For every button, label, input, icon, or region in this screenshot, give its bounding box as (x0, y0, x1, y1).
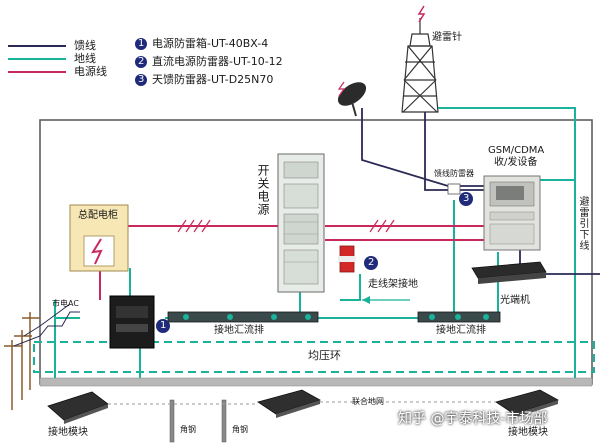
utility-pole-wires (13, 303, 80, 347)
optical-terminal-label: 光端机 (500, 295, 530, 306)
ground-bus-bar-right (417, 311, 501, 323)
ground-module-right (495, 389, 560, 418)
switching-power-cabinet (277, 153, 325, 293)
utility-poles (4, 312, 40, 410)
legend-power-label: 电源线 (74, 65, 107, 78)
equalizing-ring-label: 均压环 (308, 349, 341, 362)
tower-lightning-bolt-icon (417, 5, 426, 23)
legend-marker-3 (135, 74, 147, 86)
power-lines (99, 225, 484, 300)
lightning-rod-label: 避雷针 (432, 32, 462, 43)
bts-label-line2: 收/发设备 (494, 157, 538, 168)
feeder-lines (361, 108, 600, 275)
mains-ac-label: 市电AC (52, 299, 79, 308)
angle-steel-1 (169, 399, 175, 443)
equalizing-ring-loop (33, 341, 595, 373)
ground-module-left (47, 391, 109, 424)
diagram-marker-2 (364, 256, 378, 270)
legend-marker-1 (135, 38, 147, 50)
ground-module-left-label: 接地模块 (48, 427, 88, 438)
diagram-marker-3 (459, 192, 473, 206)
diagram-marker-1 (156, 319, 170, 333)
main-distribution-panel (69, 204, 129, 272)
optical-terminal (471, 261, 547, 284)
ground-bus-label-right: 接地汇流排 (436, 325, 486, 336)
down-conductor-label: 避雷引下线 (577, 196, 588, 251)
main-panel-label: 总配电柜 (78, 210, 118, 221)
ground-bus-bar-left (167, 311, 319, 323)
legend-marker-3-number: 3 (138, 74, 145, 85)
switch-power-label: 开关电源 (256, 164, 270, 216)
cable-tray-arrow (362, 296, 410, 304)
ground-network-label: 联合地网 (352, 397, 384, 406)
legend-marker-2 (135, 56, 147, 68)
legend-ground-label: 地线 (74, 52, 96, 65)
ground-wires (54, 107, 576, 384)
ground-network-lines (108, 401, 496, 405)
angle-steel-2 (221, 399, 227, 443)
angle-steel-1-label: 角钢 (180, 425, 196, 434)
ground-module-middle (257, 389, 322, 418)
device-2-label: 直流电源防雷器-UT-10-12 (152, 55, 283, 68)
diagram-marker-2-number: 2 (368, 257, 375, 268)
angle-steel-2-label: 角钢 (232, 425, 248, 434)
power-line-ticks (177, 219, 395, 233)
cable-tray-ground-label: 走线架接地 (368, 279, 418, 290)
legend-feeder-label: 馈线 (74, 39, 96, 52)
bts-label-line1: GSM/CDMA (488, 145, 545, 156)
power-arrester-box (109, 295, 155, 349)
ground-module-right-label: 接地模块 (508, 427, 548, 438)
diagram-marker-1-number: 1 (160, 320, 167, 331)
device-1-label: 电源防雷箱-UT-40BX-4 (152, 37, 269, 50)
legend-marker-2-number: 2 (138, 56, 145, 67)
feeder-arrester-box (447, 183, 461, 195)
feeder-arrester-label: 馈线防雷器 (434, 169, 474, 178)
bts-equipment (483, 175, 541, 251)
legend-marker-1-number: 1 (138, 38, 145, 49)
lightning-tower (401, 18, 439, 113)
ground-floor-band (39, 377, 593, 387)
satellite-dish (337, 81, 367, 117)
device-3-label: 天馈防雷器-UT-D25N70 (152, 73, 274, 86)
dc-arrester-module (338, 245, 356, 273)
ground-bus-label-left: 接地汇流排 (214, 325, 264, 336)
watermark: 知乎 @宇泰科技-市场部 (398, 411, 548, 427)
diagram-marker-3-number: 3 (463, 193, 470, 204)
